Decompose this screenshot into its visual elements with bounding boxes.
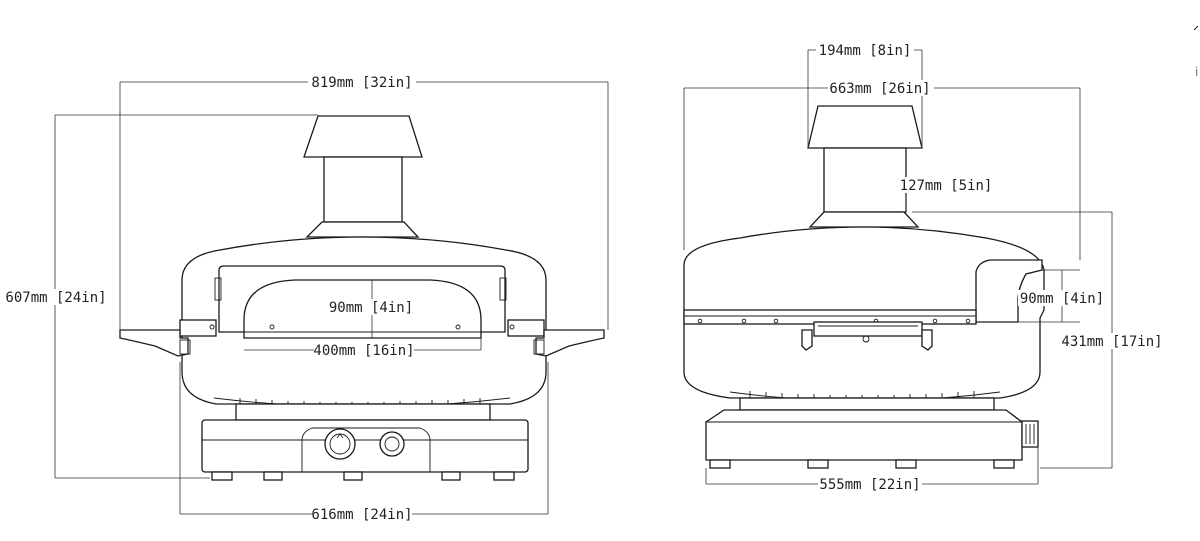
side-foot-1 xyxy=(709,459,731,469)
side-connector-threads xyxy=(1025,424,1035,444)
front-knob-indicator xyxy=(336,433,344,439)
front-control-panel xyxy=(301,427,431,441)
front-base-width-label: 616mm [24in] xyxy=(311,507,412,523)
front-shelf-right xyxy=(535,329,605,357)
front-hinge-screw-right xyxy=(509,324,515,330)
front-opening-width-label: 400mm [16in] xyxy=(313,343,414,359)
side-chimney-collar xyxy=(808,211,920,228)
side-overall-width-label: 663mm [26in] xyxy=(829,81,930,97)
side-opening-height-label: 90mm [4in] xyxy=(1020,291,1104,307)
side-view xyxy=(683,105,1045,469)
front-foot-2 xyxy=(263,471,283,481)
side-foot-2 xyxy=(807,459,829,469)
side-bracket-right xyxy=(921,329,933,351)
side-handle-knob xyxy=(862,335,870,343)
front-dimension-labels: 819mm [32in] 607mm [24in] 90mm [4in] 400… xyxy=(4,74,416,523)
front-latch-right xyxy=(499,277,507,301)
front-burner-base xyxy=(201,419,529,473)
front-igniter-button[interactable] xyxy=(379,431,405,457)
side-base-neck xyxy=(739,397,995,411)
front-overall-width-label: 819mm [32in] xyxy=(311,75,412,91)
front-chimney-cap xyxy=(303,115,423,158)
front-overall-height-label: 607mm [24in] xyxy=(5,290,106,306)
front-base-neck xyxy=(235,403,491,421)
front-opening-rivet-right xyxy=(455,324,461,330)
front-latch-left xyxy=(214,277,222,301)
front-foot-1 xyxy=(211,471,233,481)
front-hinge-screw-left xyxy=(209,324,215,330)
side-base-depth-label: 555mm [22in] xyxy=(819,477,920,493)
front-foot-3 xyxy=(343,471,363,481)
front-foot-5 xyxy=(493,471,515,481)
side-foot-3 xyxy=(895,459,917,469)
side-chimney-flue xyxy=(823,147,907,213)
front-shelf-bracket-left xyxy=(179,339,191,355)
front-opening-rivet-left xyxy=(269,324,275,330)
front-foot-4 xyxy=(441,471,461,481)
side-burner-base xyxy=(705,409,1023,461)
side-rim-screws xyxy=(697,318,971,324)
front-chimney-flue xyxy=(323,156,403,223)
front-control-knob[interactable] xyxy=(324,428,356,460)
side-body-height-label: 431mm [17in] xyxy=(1061,334,1162,350)
front-igniter-inner xyxy=(384,436,400,452)
front-shelf-bracket-right xyxy=(533,339,545,355)
front-chimney-collar xyxy=(305,221,420,238)
side-bracket-left xyxy=(801,329,813,351)
edge-tick xyxy=(1193,25,1199,31)
front-view xyxy=(119,115,605,481)
side-foot-4 xyxy=(993,459,1015,469)
edge-mark: i xyxy=(1195,65,1198,79)
side-chimney-cap xyxy=(807,105,923,149)
front-hinge-right xyxy=(507,319,545,337)
front-base-panel-lines xyxy=(202,439,528,472)
side-handle[interactable] xyxy=(813,321,923,337)
side-chimney-height-label: 127mm [5in] xyxy=(900,178,993,194)
front-opening-height-label: 90mm [4in] xyxy=(329,300,413,316)
front-hinge-left xyxy=(179,319,217,337)
front-shelf-left xyxy=(119,329,189,357)
side-cap-width-label: 194mm [8in] xyxy=(819,43,912,59)
side-dimension-labels: 194mm [8in] 663mm [26in] 127mm [5in] 90m… xyxy=(816,42,1163,493)
